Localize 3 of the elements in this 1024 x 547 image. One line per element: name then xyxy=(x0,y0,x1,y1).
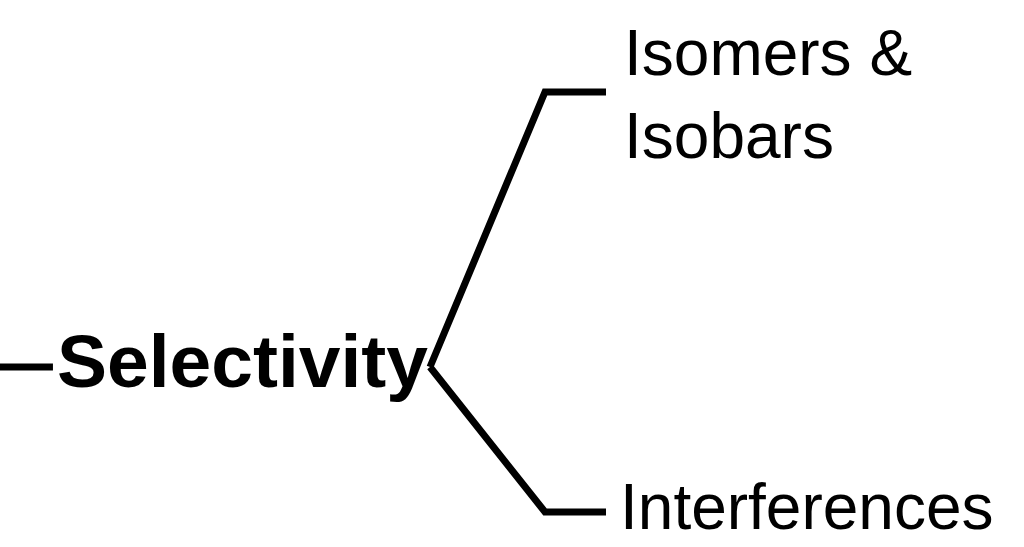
topic-heading: Selectivity xyxy=(56,318,428,405)
branch-label: Interferences xyxy=(619,472,994,543)
branch-label: Isomers & Isobars xyxy=(623,16,914,175)
